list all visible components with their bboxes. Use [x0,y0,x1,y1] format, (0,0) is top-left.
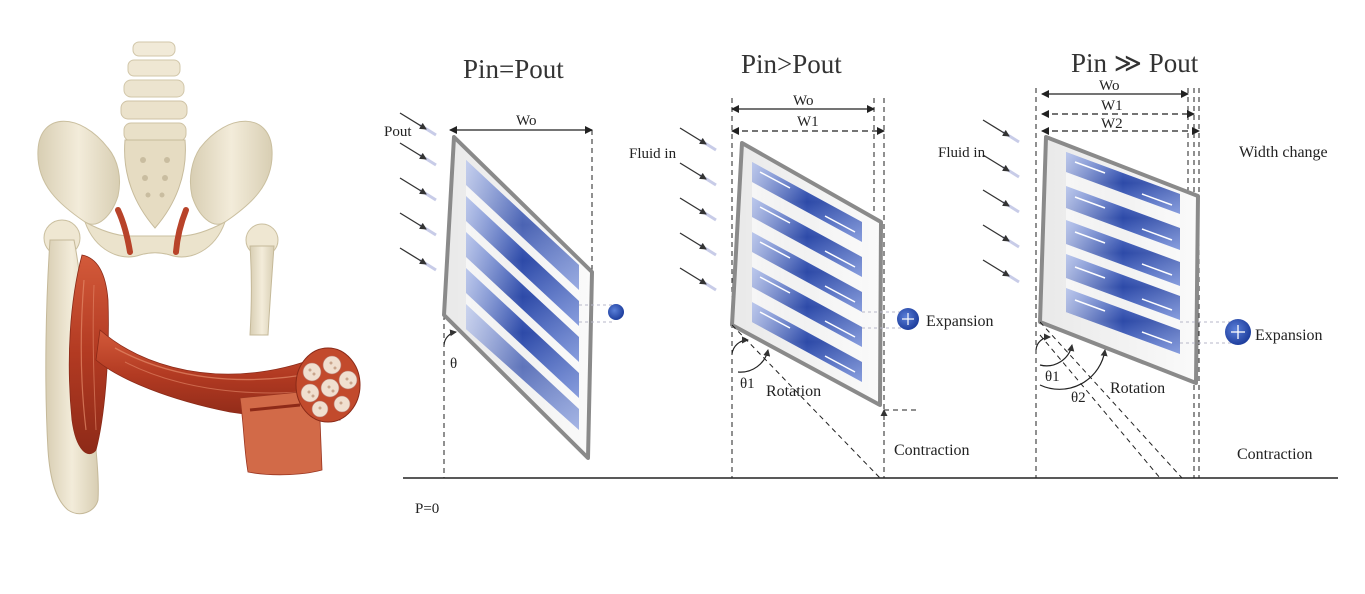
fluid-tubes [752,162,862,382]
width-label-w1: W1 [797,114,819,130]
width-label-w2: W2 [1101,116,1123,132]
left-ilium [37,120,121,225]
right-ilium [189,120,273,225]
width-label-wo: Wo [516,113,536,129]
angle-theta1: θ1 [740,376,755,392]
fluid-in-arrows [680,128,716,290]
angle-theta2: θ2 [1071,390,1086,406]
pubis [84,220,226,258]
expansion-label: Expansion [926,313,994,330]
width-label-w1: W1 [1101,98,1123,114]
baseline-label: P=0 [415,501,439,517]
expansion-icon [897,308,919,330]
panel-title: Pin>Pout [741,49,842,79]
fluid-tubes [1066,152,1180,354]
fluid-in-label: Fluid in [938,145,986,161]
spine-vertebrae [120,41,188,142]
muscle-fiber-bundle [95,329,361,476]
expansion-icon [1225,319,1251,345]
fluid-tubes [466,160,579,430]
thigh-muscle [68,254,109,455]
fluid-in-label: Fluid in [629,146,677,162]
width-label-wo: Wo [1099,78,1119,94]
panel-title: Pin ≫ Pout [1071,48,1199,78]
panel-much-greater-pressure: Pin ≫ Pout Wo W1 W2 [938,48,1328,479]
panel-equal-pressure: Pin=Pout Wo Pout θ [384,54,624,478]
expansion-label: Expansion [1255,327,1323,344]
rotation-label: Rotation [766,383,821,400]
fluid-in-arrows [983,120,1019,282]
rotation-label: Rotation [1110,380,1165,397]
pelvis-illustration [37,41,279,515]
width-label-wo: Wo [793,93,813,109]
panel-greater-pressure: Pin>Pout Wo W1 [629,49,994,479]
pout-label: Pout [384,124,412,140]
contraction-label: Contraction [1237,446,1313,463]
angle-theta1: θ1 [1045,369,1060,385]
cross-section-dot [608,304,624,320]
sacrum [124,139,186,229]
right-femur [245,223,279,336]
width-change-label: Width change [1239,144,1328,161]
panel-title: Pin=Pout [463,54,564,84]
contraction-label: Contraction [894,442,970,459]
angle-theta: θ [450,356,457,372]
